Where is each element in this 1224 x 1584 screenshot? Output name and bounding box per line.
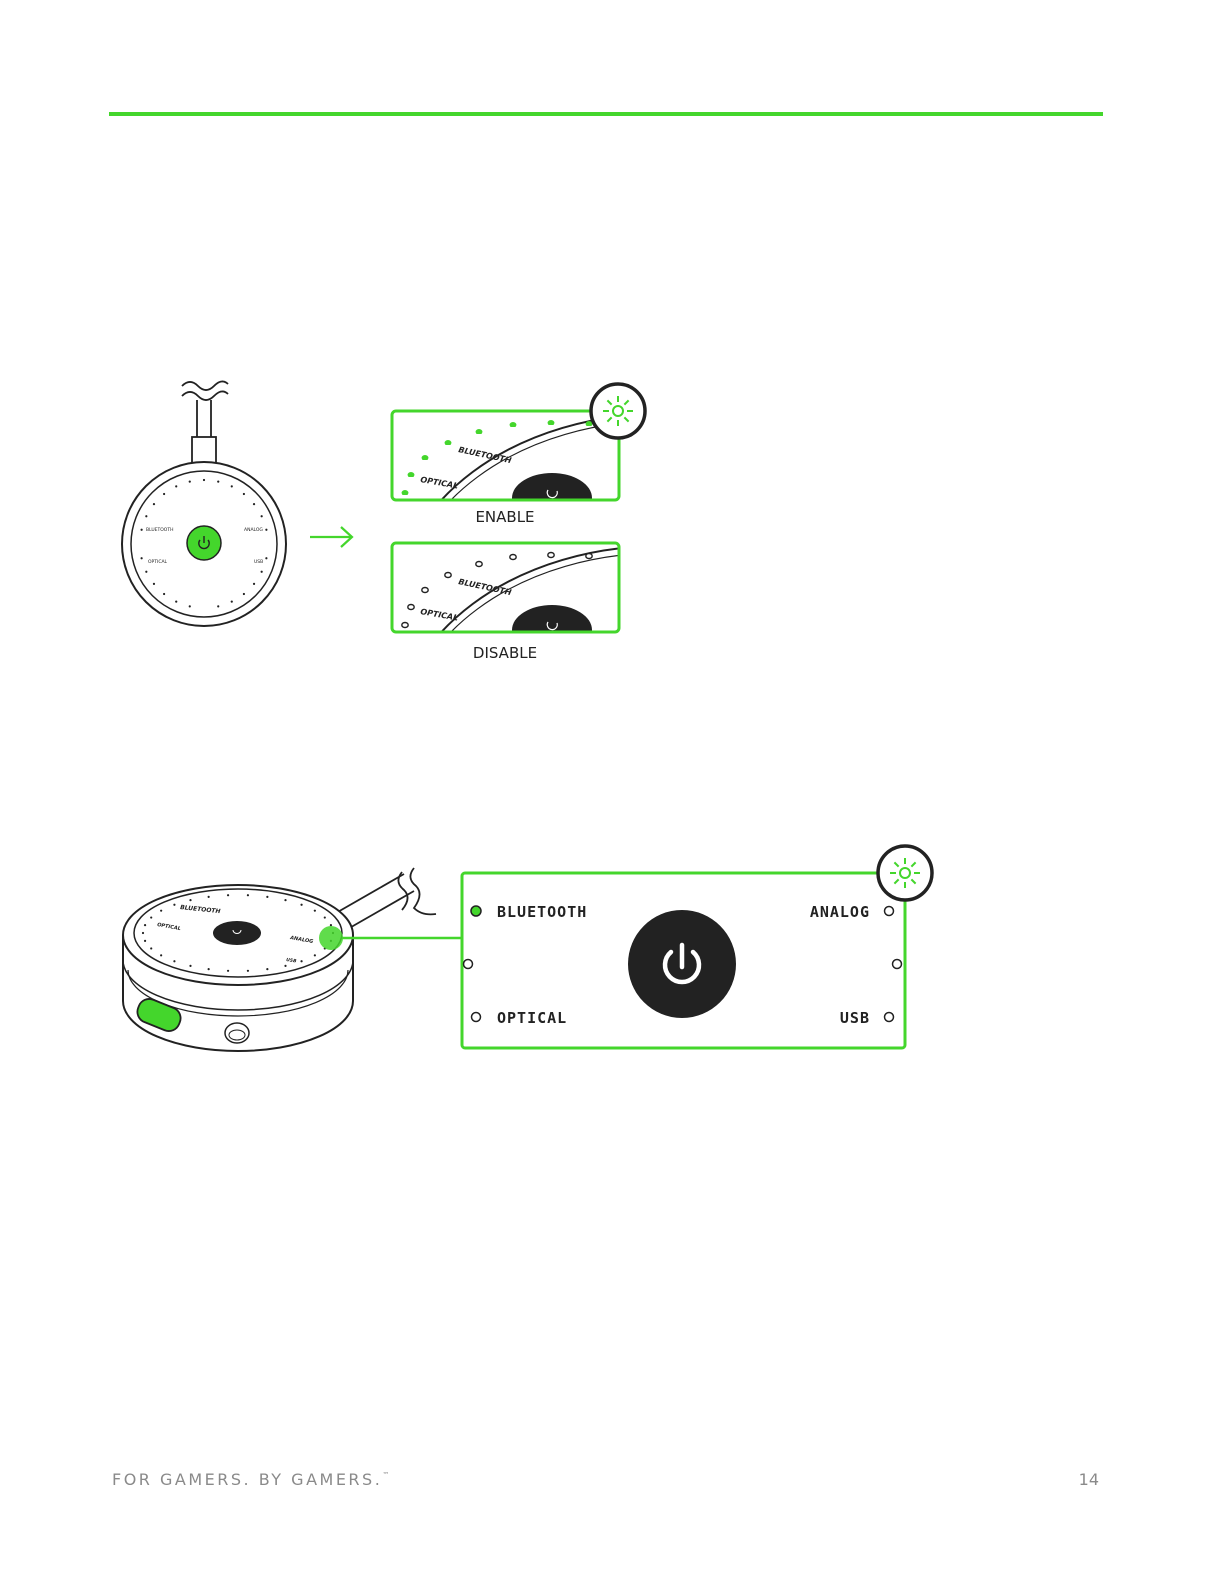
panel-label-usb: USB (840, 1009, 870, 1027)
cable-break-icon (397, 867, 437, 916)
figure-active-source: BLUETOOTH OPTICAL ANALOG USB BLUETOOTH A… (122, 844, 934, 1052)
cable (191, 400, 217, 468)
cable (335, 873, 415, 931)
panel-label-analog: ANALOG (810, 903, 870, 921)
footer-tagline: FOR GAMERS. BY GAMERS.™ (112, 1470, 390, 1489)
active-led-highlight (319, 926, 462, 950)
dial2-label-analog: ANALOG (289, 935, 314, 945)
enable-caption: ENABLE (475, 508, 534, 526)
enable-label-optical: OPTICAL (420, 475, 459, 491)
cable-break-icon (181, 380, 229, 401)
enable-panel: BLUETOOTH OPTICAL ENABLE (390, 409, 621, 526)
dial-label-optical: OPTICAL (148, 559, 168, 565)
dial-angled-view: BLUETOOTH OPTICAL ANALOG USB (122, 884, 354, 1052)
page-number: 14 (1078, 1470, 1099, 1489)
trademark-mark: ™ (382, 1471, 390, 1479)
dial-label-analog: ANALOG (244, 527, 263, 533)
light-on-icon (589, 382, 647, 440)
header-rule (109, 112, 1103, 116)
disable-caption: DISABLE (473, 644, 537, 662)
dial2-label-optical: OPTICAL (157, 922, 182, 932)
dial-label-usb: USB (254, 559, 263, 565)
figure-enable-disable: BLUETOOTH ANALOG OPTICAL USB BLUETOOTH O… (121, 380, 647, 662)
power-icon (186, 525, 222, 561)
led-bluetooth-active (470, 905, 482, 917)
arrow-right-icon (310, 526, 354, 548)
source-panel: BLUETOOTH ANALOG OPTICAL USB (460, 871, 907, 1050)
light-on-icon (876, 844, 934, 902)
disable-label-optical: OPTICAL (420, 607, 459, 623)
dial2-label-usb: USB (286, 957, 298, 964)
power-icon (628, 910, 736, 1018)
dial-top-view: BLUETOOTH ANALOG OPTICAL USB (121, 461, 287, 627)
panel-label-bluetooth: BLUETOOTH (497, 903, 587, 921)
dial-label-bluetooth: BLUETOOTH (146, 527, 173, 533)
dial2-label-bluetooth: BLUETOOTH (180, 904, 221, 915)
panel-label-optical: OPTICAL (497, 1009, 567, 1027)
